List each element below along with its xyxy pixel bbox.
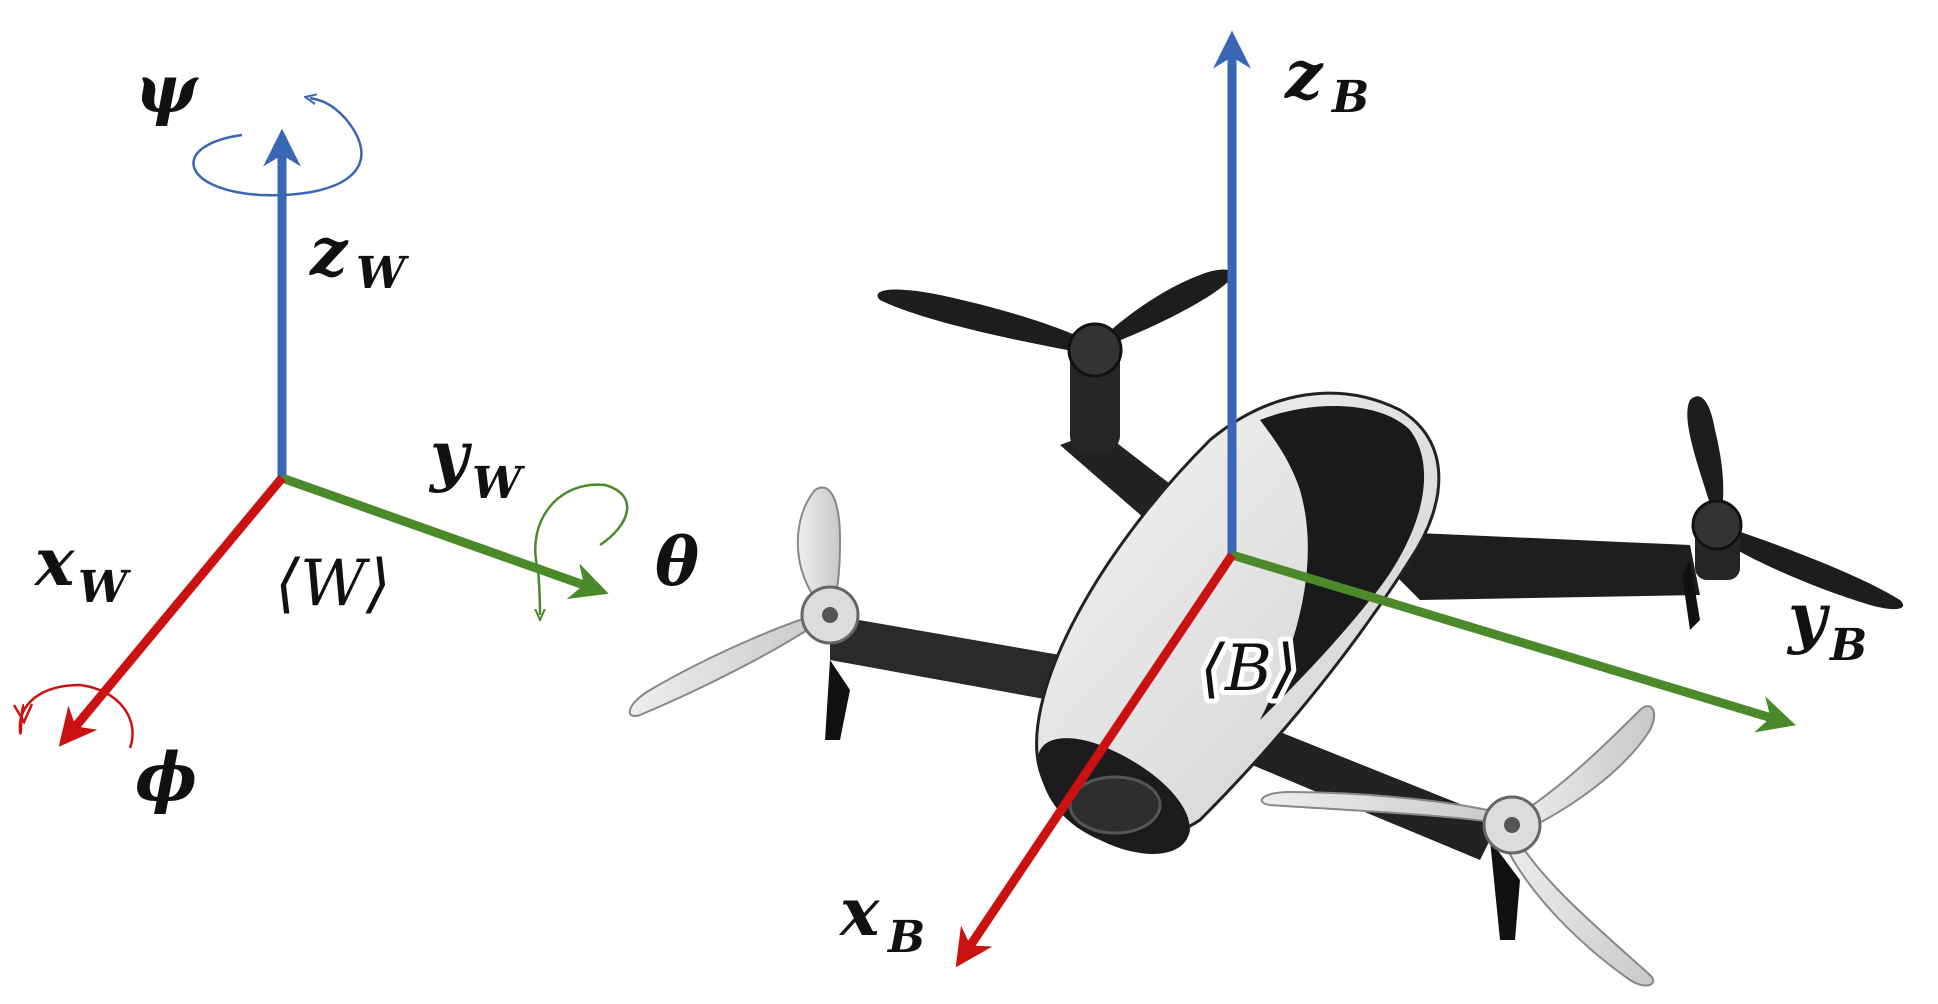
svg-text:x: x: [838, 873, 880, 951]
body-frame: z B y B x B ⟨B⟩: [838, 30, 1867, 968]
world-frame: ψ θ ϕ z W y W x W ⟨W⟩: [12, 50, 699, 816]
svg-text:y: y: [428, 416, 473, 494]
drone-arm-front-right: [1240, 720, 1500, 860]
roll-label: ϕ: [135, 738, 197, 816]
svg-text:z: z: [1284, 36, 1324, 114]
svg-text:x: x: [33, 523, 75, 601]
svg-text:W: W: [472, 458, 526, 509]
svg-text:W: W: [78, 562, 132, 613]
drone-arm-back-right: [1350, 530, 1700, 600]
propeller-front-right: [1260, 705, 1656, 987]
body-y-axis: [1230, 550, 1796, 733]
pitch-rotation-arrow: [534, 483, 629, 615]
drone-body-stripe: [1260, 406, 1425, 720]
drone-camera-lens: [1068, 775, 1162, 835]
roll-rotation-arrow-head: [12, 703, 34, 725]
propeller-back-right: [1687, 396, 1904, 610]
drone-arm-front-left: [830, 615, 1060, 700]
svg-text:B: B: [1330, 72, 1369, 123]
propeller-front-left: [628, 486, 860, 717]
world-y-axis-label: y W: [428, 416, 526, 509]
svg-text:B: B: [1828, 620, 1867, 671]
propeller-back-left: [877, 269, 1234, 450]
yaw-label: ψ: [135, 50, 199, 128]
drone-leg-left: [825, 660, 850, 740]
world-z-axis-label: z W: [309, 213, 410, 299]
body-frame-label: ⟨B⟩: [1200, 632, 1297, 706]
roll-rotation-arrow: [18, 683, 134, 749]
body-x-axis-label: x B: [838, 873, 925, 963]
svg-text:W: W: [356, 248, 410, 299]
body-z-axis-label: z B: [1284, 36, 1369, 123]
pitch-label: θ: [655, 523, 699, 601]
svg-text:y: y: [1786, 578, 1831, 656]
world-x-axis-label: x W: [33, 523, 132, 613]
world-x-axis: [58, 475, 286, 747]
world-y-axis: [280, 473, 609, 599]
yaw-rotation-arrow: [192, 98, 363, 197]
svg-text:B: B: [886, 912, 925, 963]
drone-leg-back: [1682, 560, 1700, 630]
drone-illustration: [628, 269, 1904, 987]
body-x-axis: [955, 552, 1236, 968]
drone-leg-right: [1490, 840, 1520, 940]
world-frame-label: ⟨W⟩: [275, 547, 391, 621]
body-y-axis-label: y B: [1786, 578, 1867, 671]
svg-text:z: z: [309, 213, 349, 291]
